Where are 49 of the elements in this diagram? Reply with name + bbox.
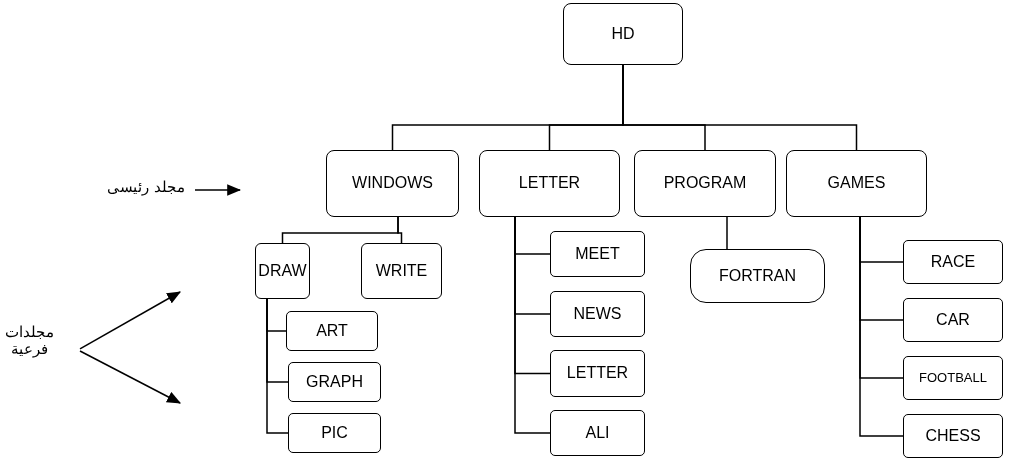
folder-name: ART bbox=[316, 321, 348, 341]
annotation-text: مجلد رئيسى bbox=[107, 178, 185, 196]
folder-name: CAR bbox=[936, 310, 970, 330]
folder-box bbox=[786, 150, 927, 217]
folder-box bbox=[326, 150, 459, 217]
folder-name: GRAPH bbox=[306, 372, 363, 392]
folder-box bbox=[288, 362, 381, 402]
folder-name: HD bbox=[611, 24, 635, 44]
folder-box bbox=[288, 413, 381, 453]
folder-name: ALI bbox=[585, 423, 610, 443]
connector-line bbox=[514, 216, 551, 434]
arrow bbox=[79, 350, 182, 404]
folder-box bbox=[690, 249, 825, 303]
folder-name: CHESS bbox=[925, 426, 981, 446]
folder-name: MEET bbox=[575, 244, 620, 264]
connector-line bbox=[859, 216, 904, 437]
folder-name: DRAW bbox=[258, 261, 307, 281]
folder-box bbox=[634, 150, 776, 217]
folder-name: RACE bbox=[930, 252, 976, 272]
folder-name: WINDOWS bbox=[352, 174, 433, 193]
folder-name: LETTER bbox=[566, 364, 629, 383]
folder-box bbox=[550, 410, 645, 456]
folder-name: LETTER bbox=[518, 174, 581, 193]
folder-box bbox=[550, 350, 645, 397]
arrow bbox=[79, 291, 181, 350]
folder-name: GAMES bbox=[827, 174, 886, 193]
folder-name: FORTRAN bbox=[718, 266, 796, 286]
folder-box bbox=[903, 298, 1003, 342]
connector-line bbox=[397, 216, 403, 244]
folder-name: PIC bbox=[321, 423, 348, 443]
folder-box bbox=[550, 231, 645, 277]
arrow bbox=[194, 184, 242, 196]
annotation-text: مجلدات فرعية bbox=[3, 322, 55, 358]
folder-box bbox=[903, 414, 1003, 458]
folder-box bbox=[286, 311, 378, 351]
folder-box bbox=[550, 291, 645, 337]
folder-name: WRITE bbox=[375, 261, 428, 281]
connector-line bbox=[266, 298, 289, 434]
folder-box bbox=[563, 3, 683, 65]
folder-name: PROGRAM bbox=[663, 174, 747, 193]
connector-line bbox=[726, 216, 728, 250]
folder-box bbox=[361, 243, 442, 299]
connector-line bbox=[622, 64, 858, 151]
folder-box bbox=[255, 243, 310, 299]
folder-box bbox=[903, 240, 1003, 284]
folder-box bbox=[903, 356, 1003, 400]
folder-name: NEWS bbox=[573, 304, 622, 324]
folder-box bbox=[479, 150, 620, 217]
folder-name: FOOTBALL bbox=[919, 370, 987, 386]
